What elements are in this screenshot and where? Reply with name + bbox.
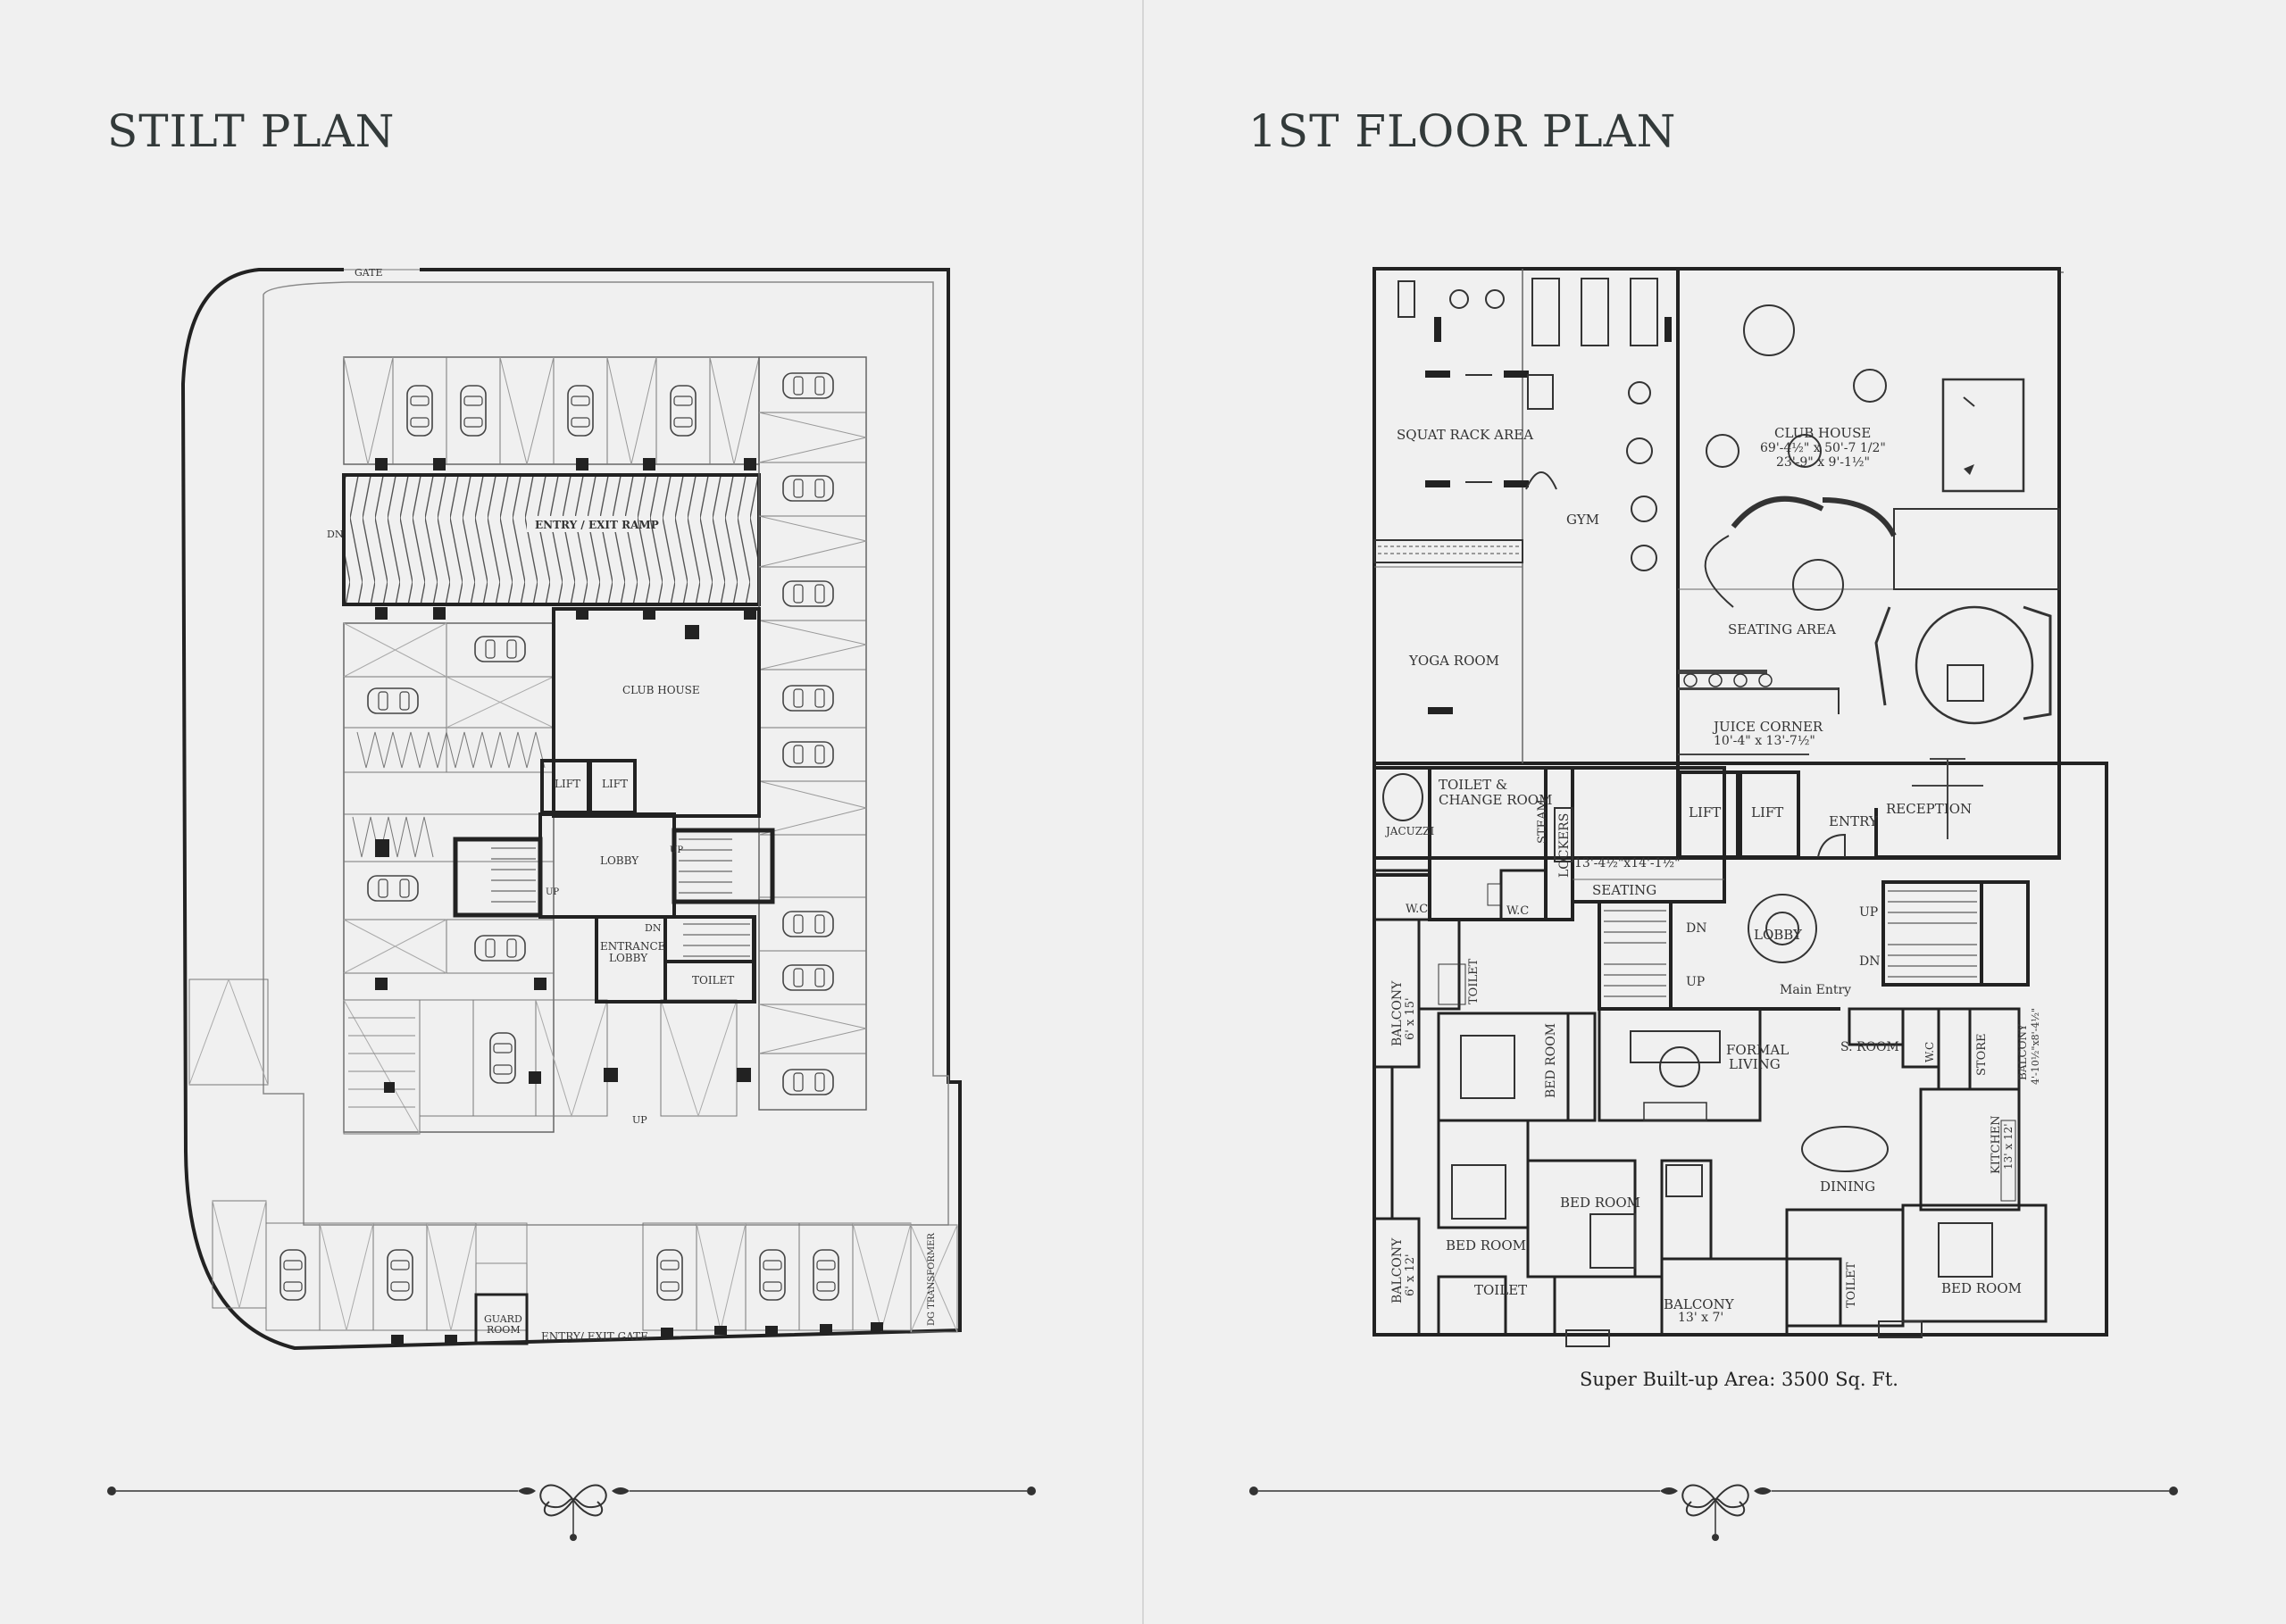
toilet-2-label: TOILET bbox=[1474, 1282, 1527, 1298]
ff-dn-label-1: DN bbox=[1686, 921, 1706, 936]
right-parking-column bbox=[758, 356, 867, 1111]
guard-room-label-2: ROOM bbox=[487, 1324, 521, 1336]
balcony-4-dim: 13' x 7' bbox=[1678, 1311, 1723, 1325]
entry-exit-ramp bbox=[342, 473, 761, 606]
squat-rack-label: SQUAT RACK AREA bbox=[1397, 427, 1533, 443]
juice-corner-dim: 10'-4" x 13'-7½" bbox=[1714, 734, 1815, 748]
bottom-parking-row bbox=[212, 1200, 958, 1345]
first-floor-plan-drawing: SQUAT RACK AREA GYM CLUB HOUSE 69'-4½" x… bbox=[1249, 267, 2178, 1541]
balcony-4-label: BALCONY bbox=[1664, 1296, 1735, 1312]
first-floor-lifts bbox=[1678, 770, 2059, 859]
balcony-1-dim: 6' x 15' bbox=[1404, 997, 1417, 1040]
ff-up-label-1: UP bbox=[1686, 975, 1705, 989]
stilt-core bbox=[375, 458, 775, 1093]
toilet-change-label-1: TOILET & bbox=[1439, 777, 1507, 793]
stilt-ornament bbox=[107, 1484, 1036, 1541]
stilt-club-house-label: CLUB HOUSE bbox=[622, 684, 700, 696]
ff-lift-label-2: LIFT bbox=[1751, 804, 1783, 820]
formal-living-label-2: LIVING bbox=[1729, 1056, 1781, 1072]
ff-dn-label-2: DN bbox=[1859, 954, 1880, 969]
side-parking-slot bbox=[188, 979, 269, 1086]
gate-label: GATE bbox=[355, 267, 383, 279]
stilt-lift-label-2: LIFT bbox=[602, 778, 628, 790]
guard-room-label-1: GUARD bbox=[484, 1313, 522, 1325]
bed-room-2-label: BED ROOM bbox=[1560, 1195, 1640, 1211]
entry-exit-gate-label: ENTRY/ EXIT GATE bbox=[541, 1330, 648, 1343]
steam-label: STEAM bbox=[1536, 799, 1549, 844]
bed-room-4-label: BED ROOM bbox=[1941, 1280, 2022, 1296]
club-house-block bbox=[1678, 271, 2064, 839]
seating-label: SEATING bbox=[1592, 882, 1656, 898]
formal-living-label-1: FORMAL bbox=[1726, 1042, 1789, 1058]
jacuzzi-label: JACUZZI bbox=[1384, 825, 1434, 837]
store-label: STORE bbox=[1975, 1033, 1989, 1076]
stilt-lift-label-1: LIFT bbox=[555, 778, 580, 790]
toilet-change-label-2: CHANGE ROOM bbox=[1439, 792, 1552, 808]
stilt-up-label-1: UP bbox=[670, 845, 683, 855]
toilet-3-label: TOILET bbox=[1845, 1262, 1858, 1308]
stilt-dn-label: DN bbox=[645, 922, 662, 934]
super-built-up-area: Super Built-up Area: 3500 Sq. Ft. bbox=[1580, 1369, 1898, 1390]
balcony-2-dim: 4'-10½"x8'-4½" bbox=[2030, 1008, 2041, 1085]
stilt-lobby-label: LOBBY bbox=[600, 854, 639, 867]
stilt-plan-title: STILT PLAN bbox=[107, 105, 396, 157]
stilt-plan-drawing: GATE DN ENTRY / EXIT RAMP CLUB HOUSE LIF… bbox=[107, 264, 1036, 1541]
lockers-label: LOCKERS bbox=[1557, 813, 1572, 878]
top-parking-row bbox=[343, 356, 760, 465]
ff-lobby-label: LOBBY bbox=[1754, 927, 1803, 943]
seating-area-label: SEATING AREA bbox=[1728, 621, 1836, 637]
left-parking-block bbox=[343, 622, 738, 1135]
first-floor-ornament bbox=[1249, 1484, 2178, 1541]
ff-lift-label-1: LIFT bbox=[1689, 804, 1721, 820]
gym-block bbox=[1373, 269, 1680, 857]
s-room-label: S. ROOM bbox=[1840, 1040, 1899, 1054]
entrance-lobby-label-1: ENTRANCE bbox=[600, 940, 665, 953]
ramp-label: ENTRY / EXIT RAMP bbox=[535, 519, 659, 531]
balcony-3-label: BALCONY bbox=[1390, 1237, 1405, 1303]
balcony-1-label: BALCONY bbox=[1390, 980, 1405, 1046]
first-floor-plan-page: 1ST FLOOR PLAN bbox=[1144, 0, 2286, 1624]
gym-label: GYM bbox=[1566, 512, 1599, 528]
main-entry-label: Main Entry bbox=[1780, 983, 1851, 997]
bed-room-1-label: BED ROOM bbox=[1544, 1023, 1558, 1098]
page-divider bbox=[1142, 0, 1144, 1624]
apartment-rooms bbox=[1372, 918, 2048, 1347]
ramp-dn-label: DN bbox=[327, 529, 344, 540]
dg-transformer-label: DG TRANSFORMER bbox=[927, 1233, 937, 1326]
entry-label: ENTRY bbox=[1829, 813, 1879, 829]
club-house-dim-1: 69'-4½" x 50'-7 1/2" bbox=[1760, 441, 1886, 455]
balcony-2-label: BALCONY bbox=[2016, 1023, 2029, 1080]
wc-label-3: W.C bbox=[1923, 1042, 1936, 1062]
yoga-room-label: YOGA ROOM bbox=[1408, 653, 1499, 669]
dining-label: DINING bbox=[1820, 1178, 1875, 1195]
balcony-3-dim: 6' x 12' bbox=[1404, 1253, 1417, 1296]
club-house-dim-2: 23'-9" x 9'-1½" bbox=[1776, 455, 1870, 470]
entrance-lobby-label-2: LOBBY bbox=[609, 952, 648, 964]
juice-corner-label: JUICE CORNER bbox=[1712, 719, 1823, 735]
first-floor-plan-title: 1ST FLOOR PLAN bbox=[1248, 105, 1677, 157]
stilt-up-label-2: UP bbox=[546, 887, 559, 897]
toilet-1-label: TOILET bbox=[1467, 958, 1481, 1004]
seating-dim-label: 13'-4½"x14'-1½" bbox=[1574, 856, 1681, 870]
stilt-plan-page: STILT PLAN bbox=[0, 0, 1142, 1624]
kitchen-label: KITCHEN bbox=[1990, 1115, 2003, 1174]
wc-label-1: W.C bbox=[1406, 903, 1428, 916]
wc-label-2: W.C bbox=[1506, 904, 1529, 918]
kitchen-dim: 13' x 12' bbox=[2002, 1123, 2015, 1170]
stilt-up-label-3: UP bbox=[632, 1114, 647, 1126]
ff-up-label-2: UP bbox=[1859, 905, 1878, 920]
changing-block bbox=[1372, 766, 1726, 921]
bed-room-3-label: BED ROOM bbox=[1446, 1237, 1526, 1253]
ff-club-house-label: CLUB HOUSE bbox=[1774, 425, 1871, 441]
stilt-toilet-label: TOILET bbox=[692, 974, 734, 987]
reception-label: RECEPTION bbox=[1886, 801, 1972, 817]
